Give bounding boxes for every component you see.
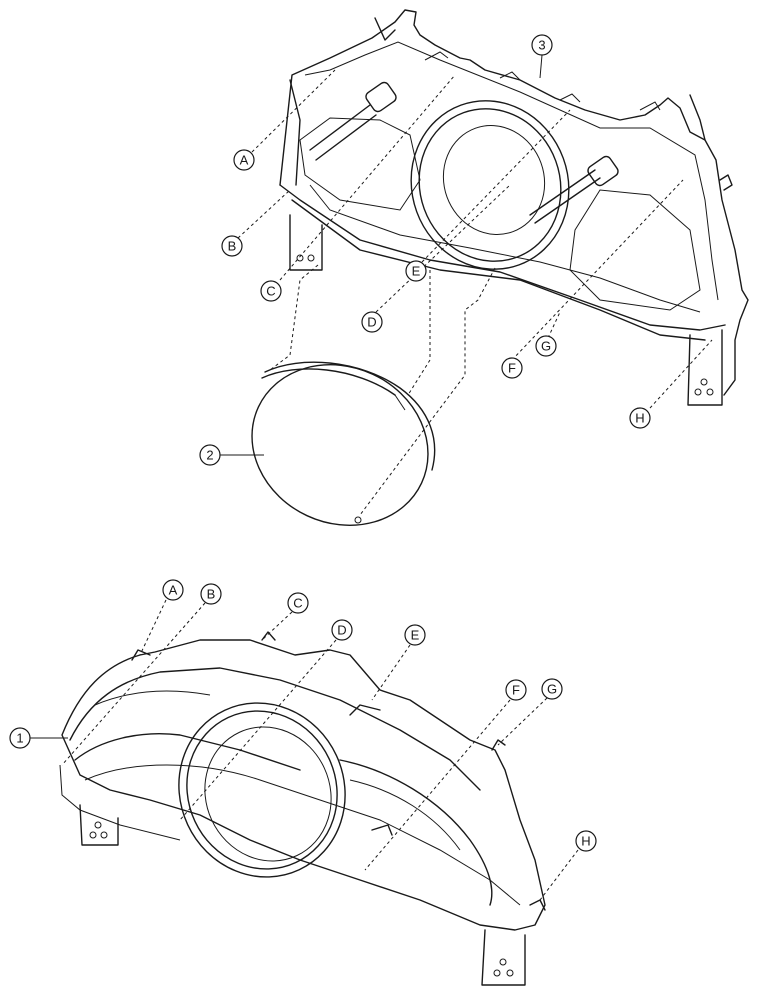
- callout-top-g-label: G: [541, 339, 551, 354]
- top-assembly-leader-lines: [220, 54, 713, 516]
- callout-top-d-label: D: [367, 315, 376, 330]
- callout-bottom-c-label: C: [293, 596, 302, 611]
- meter-hood-bottom: [59, 631, 546, 986]
- callout-bottom-b-label: B: [207, 587, 216, 602]
- callout-bottom-h-label: H: [581, 834, 590, 849]
- callout-top-f-label: F: [508, 361, 516, 376]
- gauge-lens: [251, 361, 436, 526]
- callout-bottom-a-label: A: [169, 583, 178, 598]
- bottom-assembly-leader-lines: [30, 599, 579, 901]
- callout-bottom-b: B: [200, 583, 222, 605]
- part-1-label: 1: [16, 731, 23, 746]
- callout-bottom-d-label: D: [337, 623, 346, 638]
- callout-bottom-g-label: G: [547, 682, 557, 697]
- callout-top-b-label: B: [228, 239, 237, 254]
- callout-top-b: B: [221, 235, 243, 257]
- callout-bottom-e: E: [404, 624, 426, 646]
- callout-bottom-e-label: E: [411, 628, 420, 643]
- callout-top-c: C: [260, 280, 282, 302]
- instrument-frame-top: [279, 9, 749, 406]
- part-2-label: 2: [206, 448, 213, 463]
- callout-top-e: E: [405, 260, 427, 282]
- callout-top-d: D: [361, 311, 383, 333]
- callout-top-g: G: [535, 335, 557, 357]
- callout-top-a-label: A: [240, 153, 249, 168]
- callout-top-c-label: C: [266, 284, 275, 299]
- callout-top-a: A: [233, 149, 255, 171]
- callout-bottom-f: F: [505, 679, 527, 701]
- callout-bottom-g: G: [541, 678, 563, 700]
- callout-top-f: F: [501, 357, 523, 379]
- callout-bottom-h: H: [575, 830, 597, 852]
- callout-top-e-label: E: [412, 264, 421, 279]
- part-3-label: 3: [538, 38, 545, 53]
- callout-bottom-d: D: [331, 619, 353, 641]
- callout-top-h: H: [629, 407, 651, 429]
- part-1-number: 1: [9, 727, 31, 749]
- part-2-number: 2: [199, 444, 221, 466]
- callout-bottom-a: A: [162, 579, 184, 601]
- callout-bottom-c: C: [287, 592, 309, 614]
- callout-bottom-f-label: F: [512, 683, 520, 698]
- part-3-number: 3: [531, 34, 553, 56]
- callout-top-h-label: H: [635, 411, 644, 426]
